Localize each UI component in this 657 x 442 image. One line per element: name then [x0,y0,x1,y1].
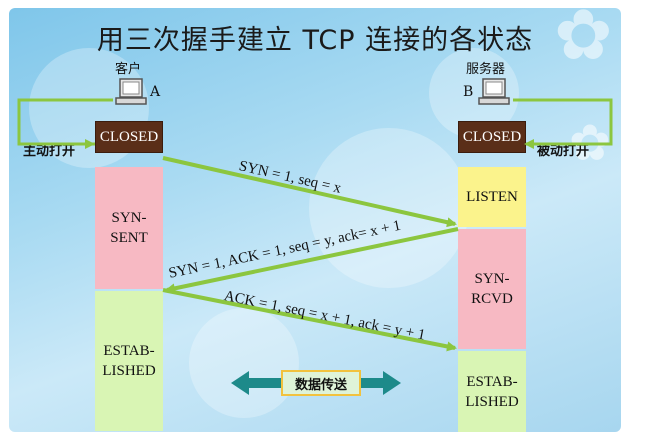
client-letter: A [150,84,161,100]
connection-arrows [17,98,613,395]
client-state-syn-sent: SYN- SENT [95,167,163,289]
server-state-established: ESTAB- LISHED [458,351,526,432]
background-bubble [189,308,299,418]
server-open-arrow [513,98,613,149]
ack-message-arrow [162,288,457,352]
server-letter: B [463,84,474,100]
server-passive-open-label: 被动打开 [537,144,590,159]
server-computer-icon [478,78,510,105]
flower-decoration-icon: ✿ [554,8,613,76]
server-state-listen: LISTEN [458,167,526,227]
client-label: 客户 [115,62,142,77]
server-state-syn-rcvd: SYN- RCVD [458,229,526,349]
syn-ack-message-arrow [165,227,459,294]
data-transfer-label: 数据传送 [281,370,361,396]
client-open-bracket [17,98,113,146]
syn-message-arrow [162,156,457,228]
client-active-open-label: 主动打开 [23,144,76,159]
diagram-title: 用三次握手建立 TCP 连接的各状态 [96,25,534,56]
diagram-slide: ✿ ✿ 用三次握手建立 TCP 连接的各状态 客户 服务器 A B CLOSED… [9,8,621,432]
transfer-arrow-right-icon [361,371,401,395]
transfer-arrow-left-icon [231,371,281,395]
client-state-closed: CLOSED [95,121,163,153]
client-computer-icon [115,78,147,105]
client-state-established: ESTAB- LISHED [95,291,163,431]
server-state-closed: CLOSED [458,121,526,153]
server-label: 服务器 [466,62,506,77]
